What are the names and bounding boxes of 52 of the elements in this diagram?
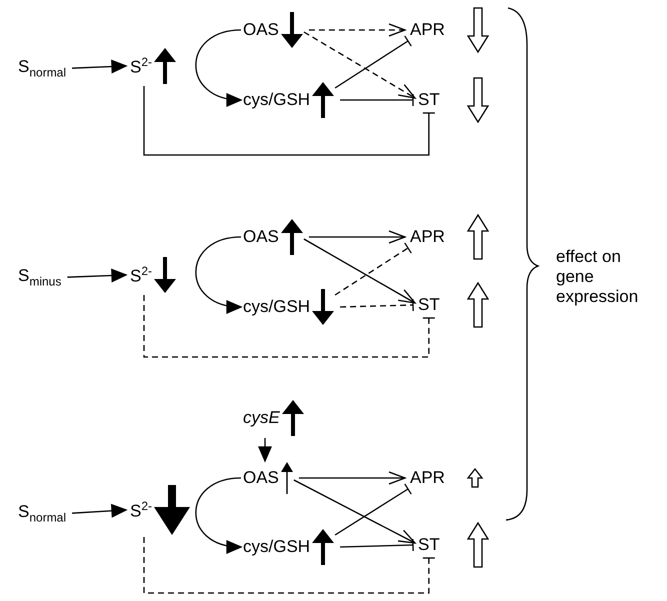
node-label: ST <box>418 90 440 110</box>
arrow <box>195 236 242 312</box>
node-label: S$_{minus}$ <box>18 266 62 288</box>
arrow <box>195 29 242 106</box>
molecule-node <box>243 400 304 436</box>
molecule-node <box>130 485 190 535</box>
arrow <box>308 23 406 37</box>
node-label: OAS <box>243 227 279 247</box>
node-label: APR <box>410 468 445 488</box>
molecule-node <box>243 529 334 565</box>
inhibition-line <box>334 35 412 89</box>
molecule-node <box>243 12 303 48</box>
node-label: cys/GSH <box>243 90 310 110</box>
inhibition-line <box>340 298 414 312</box>
node-label: OAS <box>243 20 279 40</box>
molecule-node <box>243 462 293 494</box>
node-label: S$_{normal}$ <box>18 57 66 80</box>
node-label: S$^{2-}$ <box>130 498 152 522</box>
node-label: APR <box>410 227 445 247</box>
inhibition-line <box>334 242 412 296</box>
node-label: S$^{2-}$ <box>130 264 152 286</box>
molecule-node <box>243 289 334 325</box>
arrow <box>72 504 127 518</box>
node-label: S$^{2-}$ <box>130 54 152 78</box>
inhibition-line <box>143 86 436 156</box>
molecule-node <box>243 219 303 255</box>
arrow <box>195 477 242 552</box>
arrow <box>304 238 416 304</box>
inhibition-line <box>334 483 412 536</box>
arrow <box>304 31 416 99</box>
node-label: ST <box>418 535 440 555</box>
annotation-text: effect on gene expression <box>556 247 640 307</box>
arrow <box>67 268 127 282</box>
molecule-node <box>130 48 176 84</box>
inhibition-line <box>143 295 436 358</box>
inhibition-line <box>340 93 414 107</box>
node-label: APR <box>410 20 445 40</box>
node-label: cys/GSH <box>243 537 310 557</box>
arrow <box>258 438 272 462</box>
node-label: OAS <box>243 468 279 488</box>
arrow <box>72 60 127 74</box>
node-label: cys/GSH <box>243 297 310 317</box>
node-label: ST <box>418 295 440 315</box>
node-label: cysE <box>243 408 280 428</box>
arrow <box>298 471 406 485</box>
inhibition-line <box>340 538 414 552</box>
arrow <box>308 230 406 244</box>
molecule-node <box>130 257 176 293</box>
node-label: S$_{normal}$ <box>18 502 66 524</box>
inhibition-line <box>143 537 436 594</box>
molecule-node <box>243 82 334 118</box>
arrow <box>294 479 416 544</box>
